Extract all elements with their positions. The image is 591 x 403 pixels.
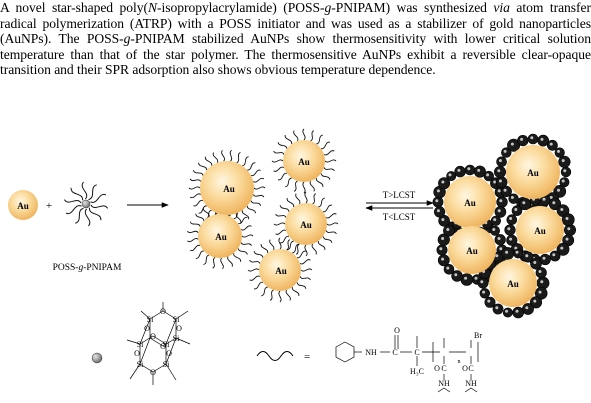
si-label: Si — [163, 340, 170, 349]
n-subscript: n — [458, 359, 461, 365]
si-label: Si — [173, 315, 180, 324]
au-label: Au — [215, 232, 227, 242]
aggregated-aunps-cluster — [444, 145, 564, 307]
au-label: Au — [298, 157, 310, 167]
au-label: Au — [466, 246, 478, 256]
stabilized-aunps-cluster — [198, 140, 327, 291]
si-label: Si — [147, 315, 154, 324]
o-label: O — [176, 324, 182, 333]
o-label: O — [150, 332, 156, 341]
star-polymer-icon — [63, 181, 109, 227]
c-label: C — [441, 364, 446, 373]
o-label: O — [166, 349, 172, 358]
poss-core-legend-dot — [91, 352, 103, 364]
si-label: Si — [137, 360, 144, 369]
si-label: Si — [163, 360, 170, 369]
reverse-condition: T<LCST — [383, 212, 416, 222]
c-label: C — [392, 348, 397, 357]
o-label: O — [134, 349, 140, 358]
nh-label: NH — [365, 348, 377, 357]
gold-nanoparticle — [8, 190, 38, 220]
au-label: Au — [464, 198, 476, 208]
plus-sign: + — [46, 200, 52, 212]
c-label: C — [468, 364, 473, 373]
au-label: Au — [507, 279, 519, 289]
o-label: O — [160, 307, 166, 316]
o-label: O — [150, 368, 156, 377]
pnipam-structure — [335, 335, 479, 393]
au-label: Au — [223, 184, 235, 194]
poss-core-dot — [81, 199, 91, 209]
polymer-chain-symbol — [256, 351, 294, 361]
o-label: O — [144, 324, 150, 333]
au-label: Au — [275, 266, 287, 276]
si-label: Si — [173, 334, 180, 343]
h3c-label: H₃C — [410, 367, 424, 376]
au-label: Au — [527, 168, 539, 178]
au-label: Au — [534, 226, 546, 236]
br-label: Br — [474, 331, 482, 340]
nh-label: NH — [438, 379, 450, 388]
o-label: O — [160, 342, 166, 351]
o-label: O — [394, 326, 400, 335]
au-label: Au — [300, 220, 312, 230]
polymer-chain-shell — [187, 128, 339, 303]
equals-sign: = — [304, 351, 310, 363]
abstract-text: A novel star-shaped poly(N-isopropylacry… — [0, 0, 591, 78]
poss-g-pnipam-label: POSS-g-PNIPAM — [53, 263, 122, 273]
si-label: Si — [137, 340, 144, 349]
o-label: O — [462, 364, 468, 373]
forward-condition: T>LCST — [383, 190, 416, 200]
o-label: O — [434, 364, 440, 373]
poss-cage-structure — [126, 302, 191, 385]
au-label: Au — [17, 201, 29, 211]
nh-label: NH — [465, 379, 477, 388]
c-label: C — [414, 348, 419, 357]
